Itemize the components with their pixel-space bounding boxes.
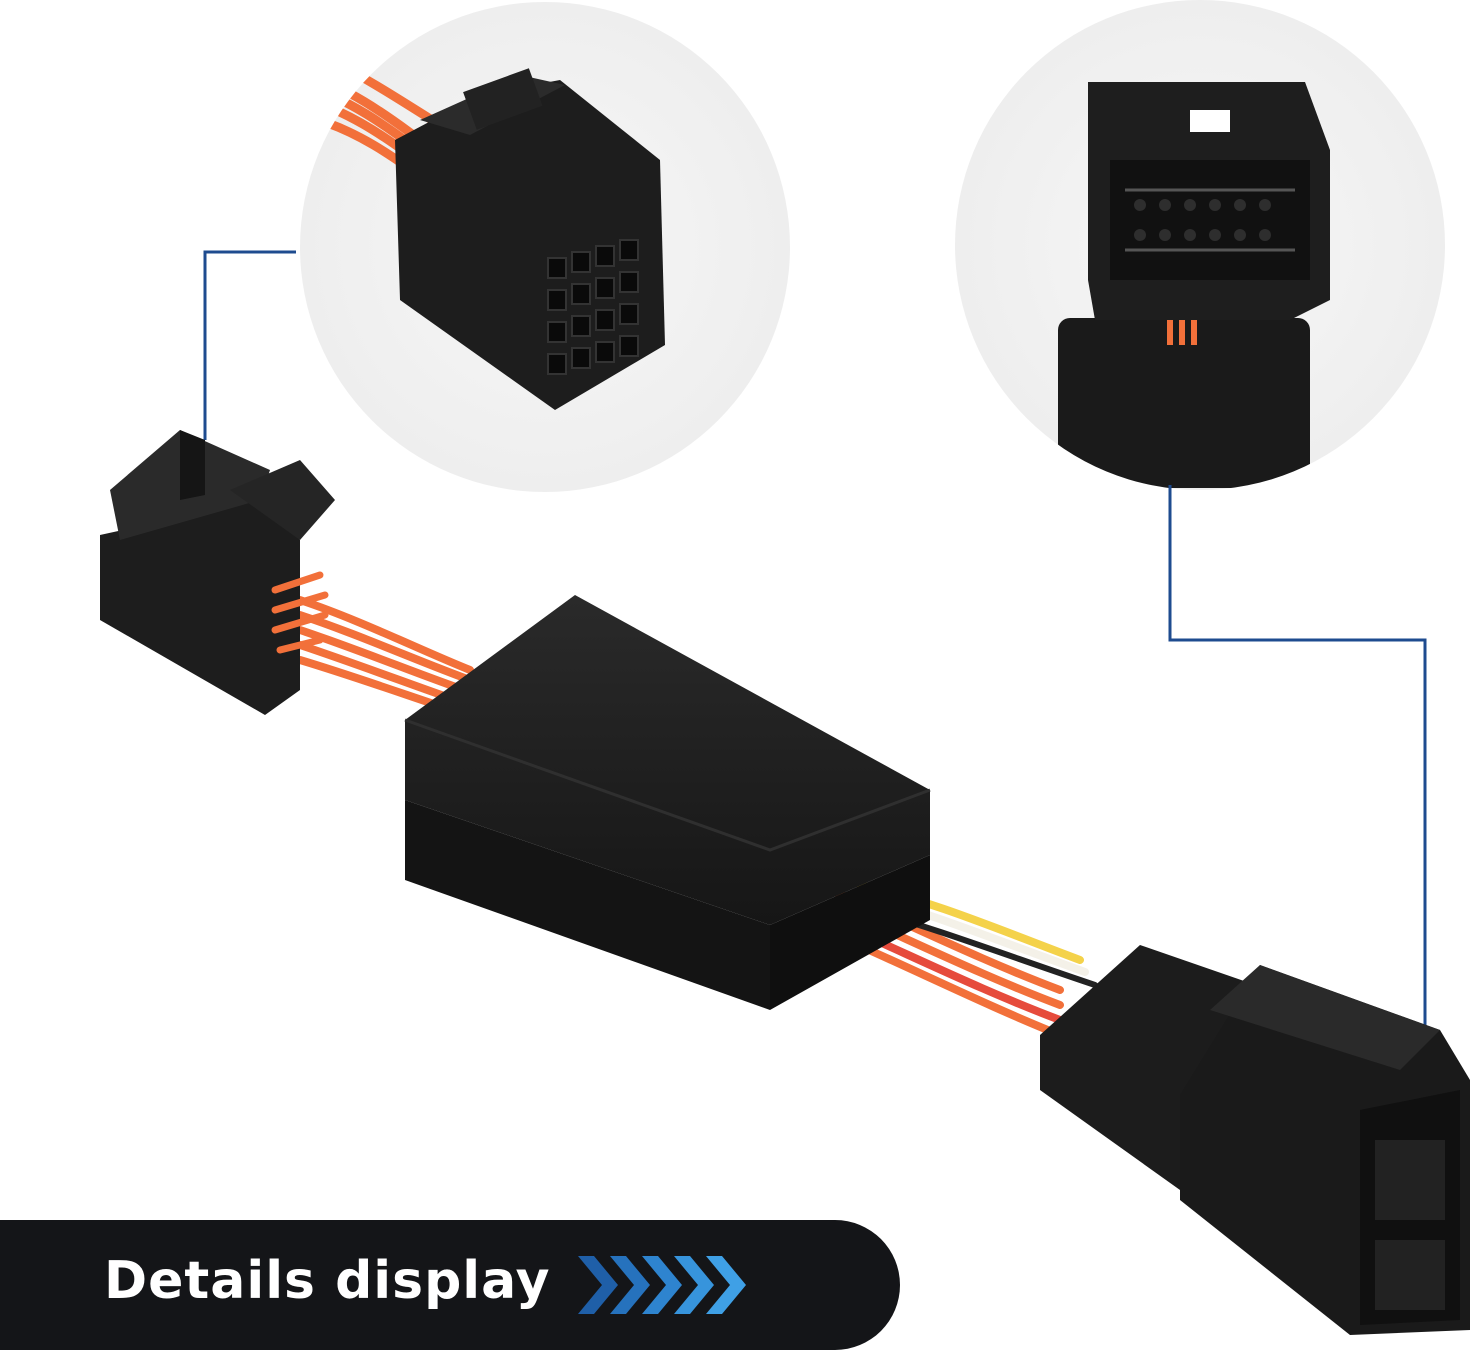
detail-circle-right [955,0,1445,490]
chevron-right-icon [578,1256,746,1314]
connector-female [100,430,335,715]
details-banner [0,1220,900,1350]
wire-bundle-left [296,596,474,720]
detail-circle-left [300,2,790,492]
callout-lines [203,250,1427,1030]
connector-male [1040,945,1470,1335]
control-module [404,595,931,1010]
banner-title: Details display [104,1251,551,1311]
